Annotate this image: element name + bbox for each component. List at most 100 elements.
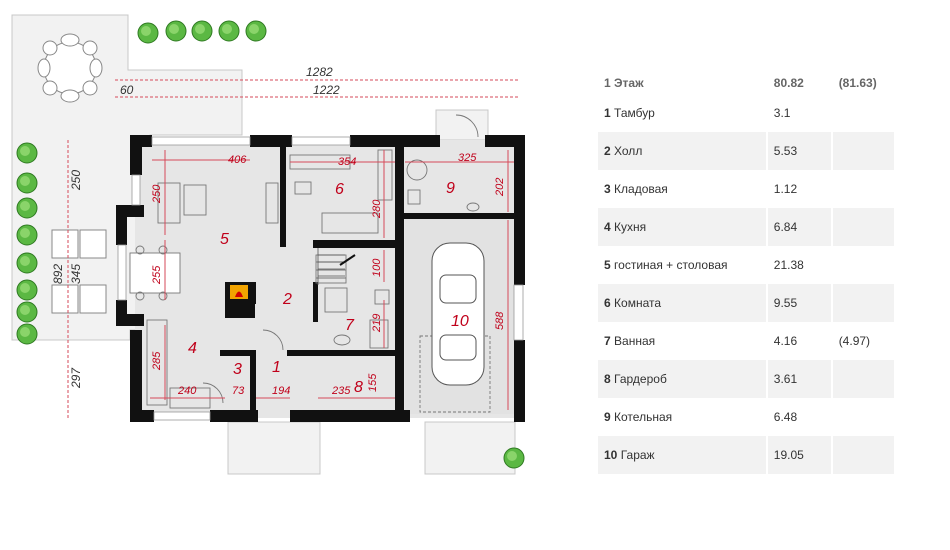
room-area-alt-cell	[831, 360, 894, 398]
room-area-alt-cell	[831, 284, 894, 322]
floor-plan: 1 2 3 4 5 6 7 8 9 10 1282 1222 60 250 34…	[11, 14, 525, 475]
shrubs	[16, 20, 525, 469]
dim-588: 588	[494, 311, 506, 330]
room-numbers: 1 2 3 4 5 6 7 8 9 10	[188, 180, 469, 396]
room-number: 2	[604, 144, 611, 158]
room-name: Гардероб	[614, 372, 667, 386]
shrub-highlight	[249, 24, 259, 34]
room-name-cell: 1 Тамбур	[598, 94, 768, 132]
entry-step	[435, 109, 489, 141]
fireplace-icon	[226, 282, 256, 304]
room-name: гостиная + столовая	[614, 258, 728, 272]
room-number: 1	[604, 106, 611, 120]
shrub-highlight	[20, 305, 30, 315]
floor-area-alt: (81.63)	[838, 76, 877, 90]
room-label-3: 3	[233, 361, 242, 378]
room-number: 6	[604, 296, 611, 310]
room-name-cell: 2 Холл	[598, 132, 768, 170]
dim-250v: 250	[69, 170, 83, 191]
shrub-highlight	[222, 24, 232, 34]
room-number: 9	[604, 410, 611, 424]
room-label-10: 10	[451, 313, 469, 330]
floor-label: 1 Этаж	[598, 72, 768, 94]
dim-354: 354	[338, 156, 356, 168]
dim-240: 240	[177, 385, 197, 397]
shrub-highlight	[20, 201, 30, 211]
room-area-cell: 19.05	[766, 436, 833, 474]
room-area-alt-cell	[831, 132, 894, 170]
windows	[117, 136, 524, 421]
room-area-cell: 1.12	[766, 170, 833, 208]
room-label-9: 9	[446, 180, 455, 197]
shrub-highlight	[20, 228, 30, 238]
room-name: Ванная	[614, 334, 656, 348]
room-area-alt-cell	[831, 208, 894, 246]
room-label-7: 7	[345, 317, 355, 334]
dim-100: 100	[371, 258, 383, 277]
dim-73: 73	[232, 385, 245, 397]
dimension-numbers: 1282 1222 60 250 345 892 297 406 354 325…	[51, 65, 506, 397]
room-name: Кладовая	[614, 182, 668, 196]
dim-60: 60	[120, 83, 134, 97]
room-area-cell: 21.38	[766, 246, 833, 284]
room-area-alt-cell	[832, 246, 894, 284]
dim-892: 892	[51, 264, 65, 284]
room-label-2: 2	[282, 291, 292, 308]
room-area-cell: 3.61	[766, 360, 833, 398]
room-number: 10	[604, 448, 618, 462]
room-label-1: 1	[272, 359, 281, 376]
room-name: Кухня	[614, 220, 647, 234]
round-table-icon	[37, 33, 103, 103]
dim-285: 285	[151, 351, 163, 371]
room-number: 8	[604, 372, 611, 386]
furniture	[129, 114, 491, 413]
room-area-alt-cell	[832, 398, 894, 436]
dim-202: 202	[494, 178, 506, 197]
dim-1282: 1282	[306, 65, 333, 79]
room-area-cell: 6.84	[766, 208, 833, 246]
shrub-highlight	[141, 26, 151, 36]
dim-250i: 250	[151, 184, 163, 204]
room-name-cell: 7 Ванная	[598, 322, 768, 360]
floor-area: 80.82	[766, 72, 833, 94]
room-name: Гараж	[620, 448, 655, 462]
room-name: Тамбур	[614, 106, 655, 120]
room-number: 3	[604, 182, 611, 196]
room-name-cell: 4 Кухня	[598, 208, 768, 246]
walls	[116, 135, 525, 422]
room-name-cell: 5 гостиная + столовая	[598, 246, 768, 284]
room-area-cell: 6.48	[766, 398, 833, 436]
room-name-cell: 3 Кладовая	[598, 170, 768, 208]
dim-235: 235	[331, 385, 351, 397]
dim-255: 255	[151, 265, 163, 285]
table-header-row: 1 Этаж 80.82 (81.63)	[598, 72, 894, 94]
car-icon	[431, 242, 485, 386]
shrub-highlight	[20, 256, 30, 266]
room-label-4: 4	[188, 340, 197, 357]
room-area-cell: 3.1	[766, 94, 833, 132]
dim-155: 155	[367, 373, 379, 392]
dim-1222: 1222	[313, 83, 340, 97]
dim-345: 345	[69, 264, 83, 284]
room-area-cell: 9.55	[766, 284, 833, 322]
dim-280: 280	[371, 199, 383, 219]
room-number: 5	[604, 258, 611, 272]
shrub-highlight	[169, 24, 179, 34]
porch-left	[227, 421, 321, 475]
shrub-highlight	[195, 24, 205, 34]
room-name-cell: 9 Котельная	[598, 398, 768, 436]
dimension-lines	[67, 79, 520, 420]
room-number: 7	[604, 334, 611, 348]
shrub-highlight	[20, 146, 30, 156]
table-row: 8 Гардероб 3.61	[598, 360, 894, 398]
room-area-alt-cell: (4.97)	[838, 334, 871, 348]
room-name-cell: 10 Гараж	[598, 436, 768, 474]
